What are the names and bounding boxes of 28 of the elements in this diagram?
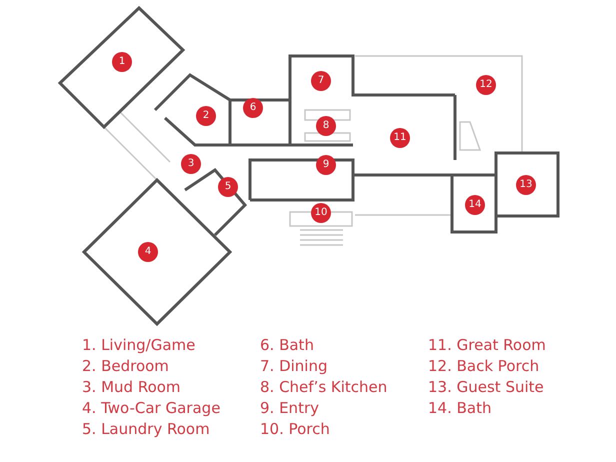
room-name: 11. Great Room xyxy=(428,335,546,355)
callout-number: 9 xyxy=(316,155,336,175)
callout-number: 5 xyxy=(218,177,238,197)
room-name: 2. Bedroom xyxy=(82,356,169,376)
callout-number: 1 xyxy=(112,52,132,72)
room-name: 6. Bath xyxy=(260,335,314,355)
callout-number: 14 xyxy=(465,195,485,215)
callout-number: 10 xyxy=(311,203,331,223)
callout-number: 4 xyxy=(138,242,158,262)
room-name: 5. Laundry Room xyxy=(82,419,210,439)
room-name: 12. Back Porch xyxy=(428,356,540,376)
callout-number: 12 xyxy=(476,75,496,95)
room-name: 7. Dining xyxy=(260,356,328,376)
room-name: 4. Two-Car Garage xyxy=(82,398,220,418)
callout-number: 11 xyxy=(390,128,410,148)
room-name: 9. Entry xyxy=(260,398,319,418)
room-name: 1. Living/Game xyxy=(82,335,196,355)
room-name: 13. Guest Suite xyxy=(428,377,544,397)
callout-number: 2 xyxy=(196,106,216,126)
callout-number: 13 xyxy=(516,175,536,195)
callout-number: 7 xyxy=(311,71,331,91)
room-name: 8. Chef’s Kitchen xyxy=(260,377,388,397)
callout-number: 3 xyxy=(181,154,201,174)
room-name: 14. Bath xyxy=(428,398,492,418)
room-name: 10. Porch xyxy=(260,419,330,439)
callout-number: 6 xyxy=(243,98,263,118)
room-name: 3. Mud Room xyxy=(82,377,181,397)
callout-number: 8 xyxy=(316,116,336,136)
